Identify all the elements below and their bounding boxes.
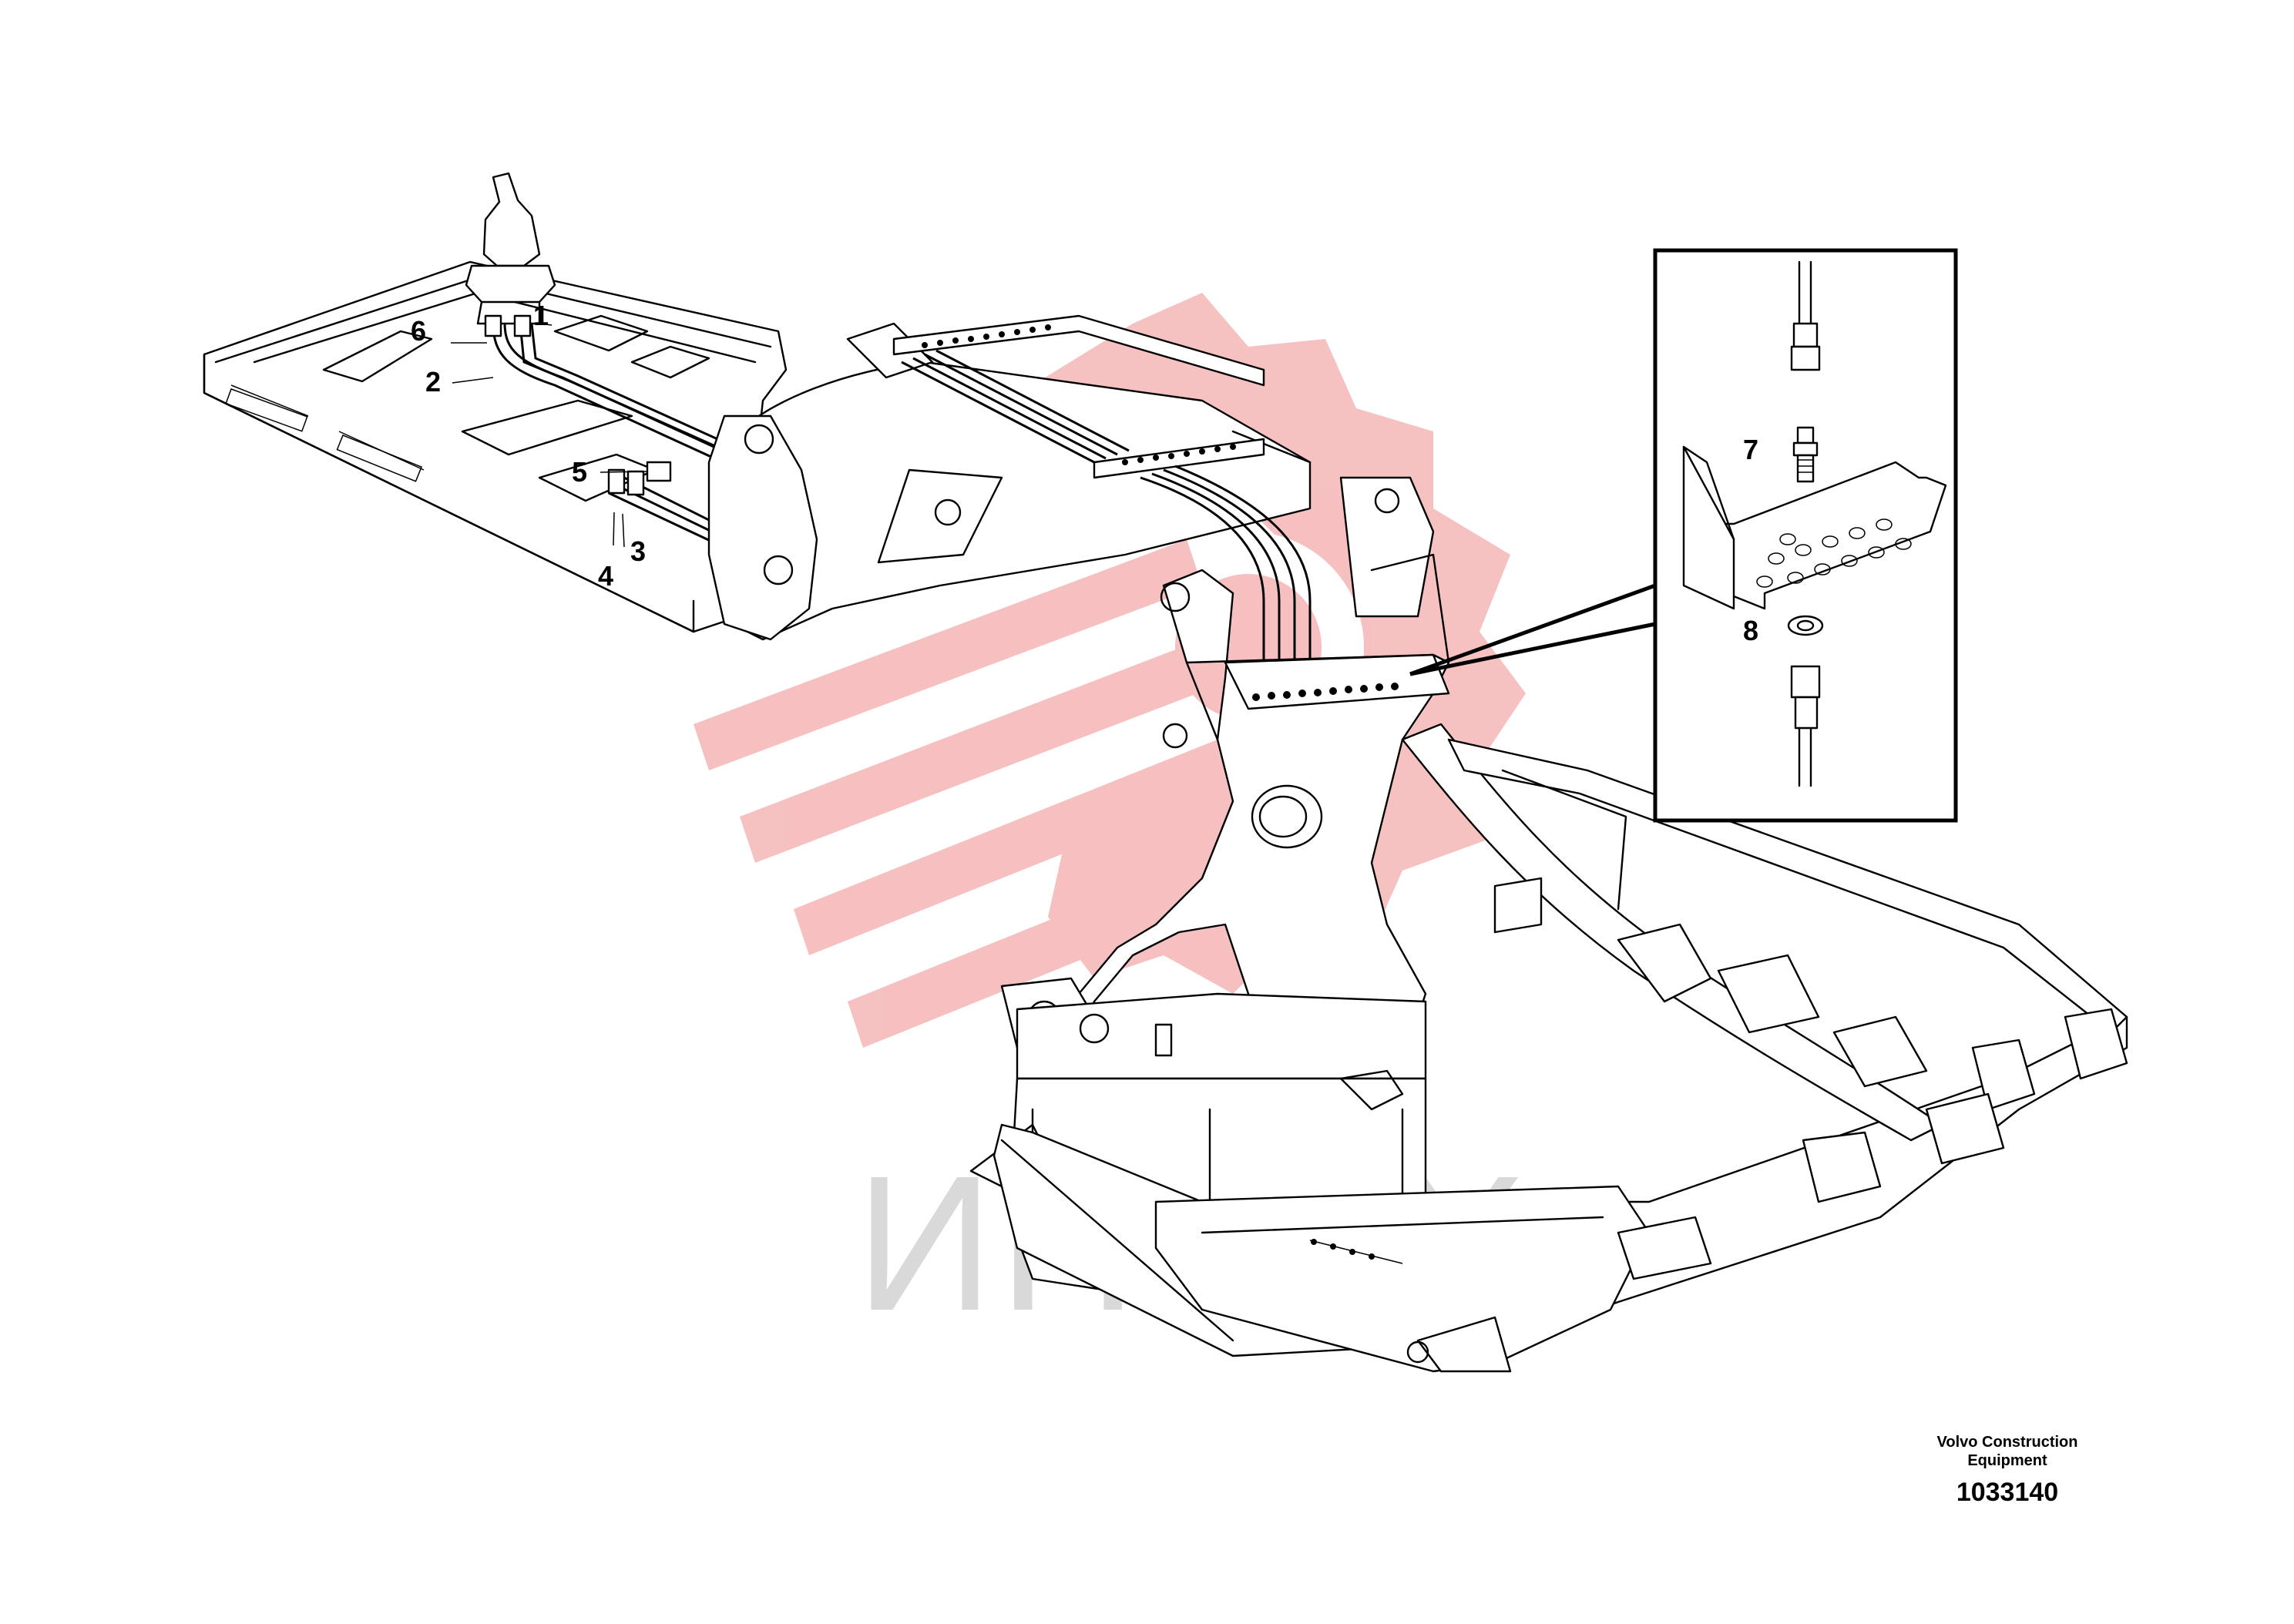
detail-callout-box: [1409, 248, 1958, 823]
callout-1: 1: [533, 300, 549, 331]
company-line-2: Equipment: [1967, 1452, 2047, 1469]
callout-8: 8: [1743, 615, 1758, 646]
company-line-1: Volvo Construction: [1936, 1434, 2078, 1451]
callout-6: 6: [411, 315, 426, 347]
callout-5: 5: [572, 456, 587, 488]
cab-floor-frame: [203, 260, 788, 633]
callout-4: 4: [598, 560, 613, 592]
callout-labels: 1 2 3 4 5 6 7 8: [411, 300, 1758, 646]
right-side-beam: [1401, 723, 2128, 1280]
callout-2: 2: [425, 366, 441, 398]
joystick-icon: [465, 172, 556, 325]
column-ports: [1252, 683, 1399, 701]
boom-linkage: [707, 322, 1435, 641]
callout-7: 7: [1743, 434, 1758, 465]
callout-3: 3: [630, 535, 646, 567]
drawing-number: 1033140: [1956, 1478, 2059, 1507]
hose-manifold: [892, 314, 1312, 693]
company-caption: Volvo Construction Equipment: [1880, 1433, 2134, 1470]
lower-chassis: [992, 1015, 2128, 1373]
manifold-ports: [922, 324, 1236, 465]
watermark-gear-icon: [971, 293, 1526, 994]
